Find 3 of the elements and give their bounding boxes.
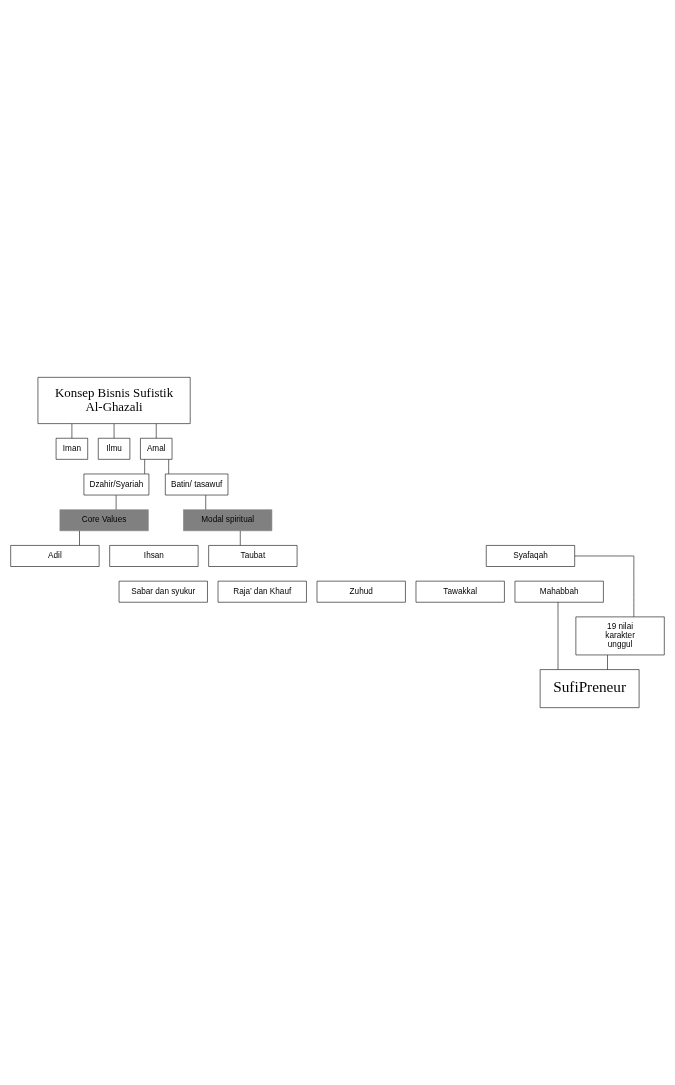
connector [607,654,608,670]
node-box: SufiPreneur [539,669,640,708]
node-box: Konsep Bisnis Sufistik Al-Ghazali [37,377,191,424]
